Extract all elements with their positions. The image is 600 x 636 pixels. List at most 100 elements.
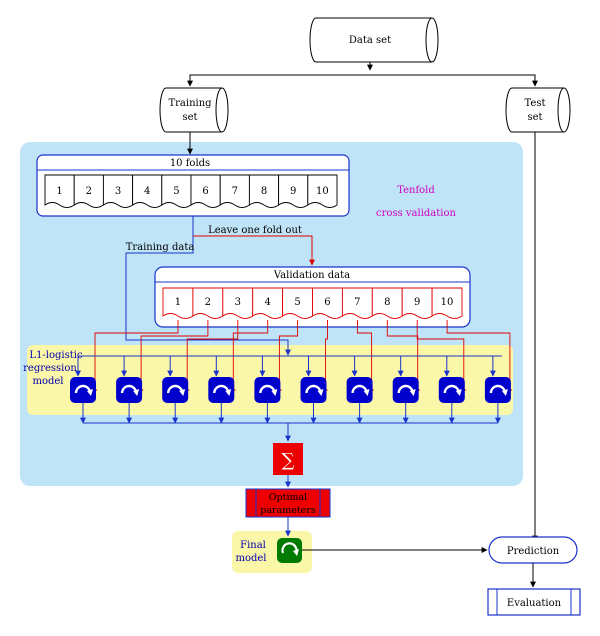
tenfold-label-1: Tenfold [397, 185, 435, 196]
refresh-arrow-icon [167, 384, 186, 396]
fold-cell-validation: 8 [371, 287, 403, 319]
fold-label-validation: 3 [235, 297, 241, 308]
l1-model-label-3: model [32, 376, 63, 387]
data-set-node: Data set [309, 17, 439, 63]
fold-label-top: 3 [115, 186, 121, 197]
fold-cell-top: 7 [219, 174, 250, 208]
l1-model-label-2: regression [23, 363, 77, 374]
evaluation-node: Evaluation [487, 588, 581, 616]
fold-label-top: 5 [173, 186, 179, 197]
fold-cell-top: 2 [73, 174, 104, 208]
refresh-arrow-icon [120, 384, 140, 396]
refresh-arrow-icon [489, 384, 508, 396]
refresh-arrow-icon [351, 384, 370, 396]
fold-split-connectors [125, 216, 315, 356]
fold-label-top: 1 [56, 186, 62, 197]
fold-cell-top: 1 [44, 174, 75, 208]
fold-label-top: 2 [86, 186, 92, 197]
test-set-label-1: Test [525, 98, 546, 109]
training-set-label-2: set [182, 112, 197, 123]
fold-cell-validation: 7 [341, 287, 373, 319]
refresh-arrow-icon [443, 384, 462, 396]
refresh-arrow-icon [397, 384, 416, 396]
model-row [70, 377, 511, 403]
fold-label-validation: 2 [205, 297, 211, 308]
fold-label-validation: 4 [264, 297, 270, 308]
sum-node: ∑ [273, 443, 303, 475]
refresh-arrow-icon [281, 542, 299, 556]
prediction-label: Prediction [507, 546, 560, 557]
fold-cells-top: 1 2 3 4 5 6 7 8 9 10 [44, 174, 338, 208]
fold-label-top: 7 [232, 186, 238, 197]
sum-symbol: ∑ [282, 450, 295, 471]
data-set-label: Data set [349, 35, 391, 46]
test-set-label-2: set [527, 112, 542, 123]
fold-cell-top: 5 [161, 174, 192, 208]
l1-model-box [392, 377, 419, 403]
fold-label-validation: 6 [324, 297, 330, 308]
fold-cell-validation: 4 [252, 287, 284, 319]
l1-model-box [162, 377, 189, 403]
evaluation-label: Evaluation [507, 598, 562, 609]
fold-cell-validation: 9 [401, 287, 433, 319]
split-connectors [187, 62, 538, 542]
training-set-label-1: Training [168, 98, 212, 109]
training-set-node: Training set [159, 87, 229, 133]
leave-one-fold-out-label: Leave one fold out [208, 225, 302, 236]
fold-label-validation: 5 [294, 297, 300, 308]
l1-model-box [116, 377, 143, 403]
test-set-node: Test set [505, 87, 571, 133]
fold-cells-validation: 1 2 3 4 5 6 7 8 9 10 [162, 287, 463, 319]
fold-cell-validation: 5 [282, 287, 313, 319]
fold-label-validation: 1 [175, 297, 181, 308]
training-data-label: Training data [126, 242, 195, 253]
final-model-node [277, 538, 302, 563]
optimal-parameters-label-1: Optimal [269, 492, 307, 503]
fold-cell-validation: 2 [192, 287, 224, 319]
fold-label-top: 10 [316, 186, 329, 197]
final-model-label-2: model [235, 553, 266, 564]
fold-cell-validation: 6 [312, 287, 343, 319]
refresh-arrow-icon [305, 384, 324, 396]
l1-model-box [438, 377, 465, 403]
l1-model-box [208, 377, 235, 403]
fold-label-validation: 7 [354, 297, 360, 308]
fold-label-validation: 8 [384, 297, 390, 308]
fold-label-top: 6 [202, 186, 208, 197]
fold-cell-validation: 10 [431, 287, 463, 319]
fold-label-top: 4 [144, 186, 150, 197]
l1-model-label-1: L1-logistic [29, 350, 83, 361]
l1-model-box [484, 377, 511, 403]
l1-model-box [300, 377, 327, 403]
fold-cell-top: 6 [190, 174, 221, 208]
validation-data-block: Validation data 1 2 3 4 5 6 7 8 9 10 [154, 266, 471, 328]
fold-label-top: 9 [290, 186, 296, 197]
fold-cell-validation: 1 [162, 287, 194, 319]
ten-folds-block: 10 folds 1 2 3 4 5 6 7 8 9 10 [36, 154, 350, 217]
l1-model-box [70, 377, 96, 403]
optimal-parameters-label-2: parameters [260, 505, 316, 516]
fold-cell-top: 10 [307, 174, 338, 208]
fold-cell-top: 8 [248, 174, 280, 208]
refresh-arrow-icon [259, 384, 278, 396]
l1-model-box [254, 377, 281, 403]
fold-label-top: 8 [261, 186, 267, 197]
refresh-arrow-icon [213, 384, 232, 396]
ten-folds-title: 10 folds [170, 158, 210, 169]
fold-label-validation: 10 [441, 297, 454, 308]
optimal-parameters-node: Optimal parameters [245, 488, 331, 518]
fold-label-validation: 9 [414, 297, 420, 308]
fold-cell-top: 3 [102, 174, 134, 208]
final-model-label-1: Final [240, 540, 266, 551]
fold-cell-validation: 3 [222, 287, 254, 319]
refresh-arrow-icon [74, 384, 93, 396]
tenfold-label-2: cross validation [376, 208, 456, 219]
training-routing-lines [75, 355, 502, 442]
l1-model-box [346, 377, 373, 403]
prediction-node: Prediction [488, 536, 578, 564]
fold-cell-top: 4 [132, 174, 163, 208]
fold-cell-top: 9 [278, 174, 309, 208]
validation-data-title: Validation data [273, 270, 350, 281]
